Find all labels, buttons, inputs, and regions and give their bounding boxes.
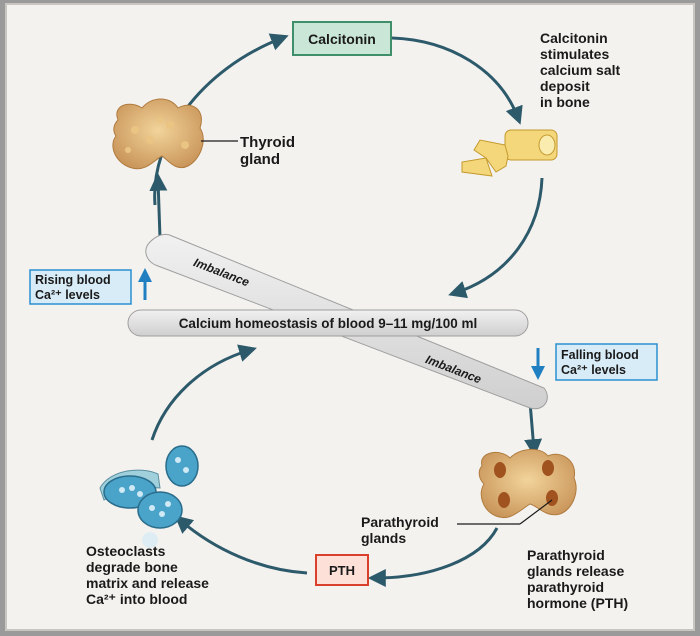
falling-blood-box — [555, 343, 658, 381]
arrow-rising-to-thyroid — [149, 172, 168, 239]
rising-blood-box — [29, 269, 132, 305]
osteoclast-icon — [99, 445, 199, 548]
falling-blood-line-2: Ca²⁺ levels — [561, 363, 626, 377]
up-arrow-icon — [138, 268, 152, 300]
thyroid-label: Thyroid gland — [240, 134, 299, 168]
calcitonin-note-line-2: stimulates — [540, 46, 609, 62]
pth-box-label: PTH — [329, 563, 355, 578]
pth-box — [315, 554, 369, 586]
pth-note-line-4: hormone (PTH) — [527, 595, 628, 611]
arrow-pth-to-osteoclasts — [174, 515, 308, 575]
calcitonin-box — [292, 21, 392, 56]
falling-blood-label: Falling blood Ca²⁺ levels — [561, 348, 642, 377]
osteoclasts-line-3: matrix and release — [86, 575, 209, 591]
osteoclasts-line-4: Ca²⁺ into blood — [86, 591, 187, 607]
falling-blood-line-1: Falling blood — [561, 348, 639, 362]
arrow-calcitonin-to-bone — [391, 36, 523, 125]
parathyroid-label: Parathyroid glands — [361, 514, 443, 546]
pth-note-line-2: glands release — [527, 563, 624, 579]
thyroid-gland-icon — [112, 98, 204, 170]
thyroid-label-line-2: gland — [240, 151, 280, 168]
osteoclasts-label: Osteoclasts degrade bone matrix and rele… — [86, 543, 213, 607]
calcitonin-box-label: Calcitonin — [308, 31, 376, 47]
parathyroid-pointer-line-2 — [519, 499, 553, 525]
pth-note: Parathyroid glands release parathyroid h… — [527, 547, 628, 611]
osteoclasts-line-2: degrade bone — [86, 559, 178, 575]
homeostasis-bar — [127, 309, 529, 337]
calcitonin-note-line-1: Calcitonin — [540, 30, 608, 46]
homeostasis-label: Calcium homeostasis of blood 9–11 mg/100… — [179, 316, 478, 331]
arrow-parathyroid-to-pth — [367, 527, 499, 587]
bone-icon — [461, 129, 558, 177]
calcitonin-note-line-5: in bone — [540, 94, 590, 110]
calcitonin-note-line-3: calcium salt — [540, 62, 620, 78]
rising-blood-label: Rising blood Ca²⁺ levels — [35, 273, 114, 302]
pth-note-line-3: parathyroid — [527, 579, 604, 595]
rising-blood-line-2: Ca²⁺ levels — [35, 288, 100, 302]
thyroid-label-line-1: Thyroid — [240, 134, 295, 151]
arrow-falling-to-parathyroid — [524, 401, 543, 458]
calcitonin-note: Calcitonin stimulates calcium salt depos… — [540, 30, 624, 110]
parathyroid-label-line-2: glands — [361, 530, 406, 546]
arrow-bone-to-homeostasis — [448, 177, 544, 299]
calcitonin-note-line-4: deposit — [540, 78, 590, 94]
parathyroid-label-line-1: Parathyroid — [361, 514, 439, 530]
rising-blood-line-1: Rising blood — [35, 273, 111, 287]
down-arrow-icon — [531, 348, 545, 380]
pth-note-line-1: Parathyroid — [527, 547, 605, 563]
osteoclasts-line-1: Osteoclasts — [86, 543, 166, 559]
arrow-osteoclasts-to-homeostasis — [150, 344, 257, 441]
